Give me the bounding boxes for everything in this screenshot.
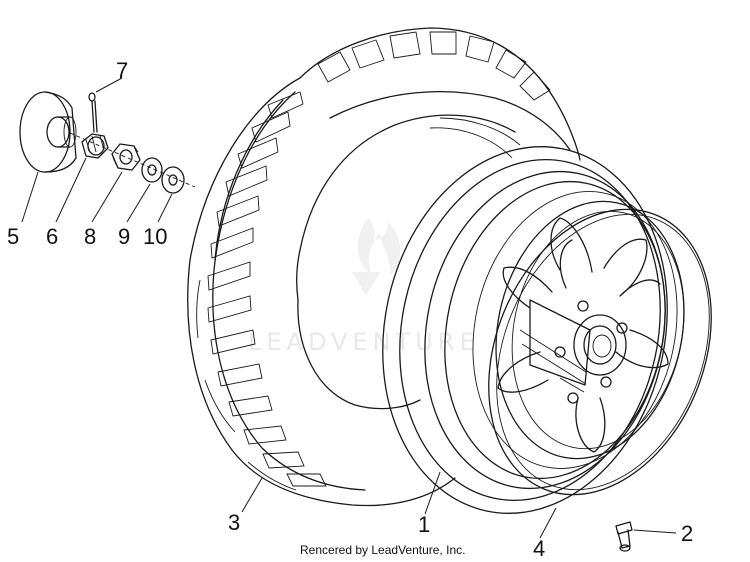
callout-5: 5 <box>7 224 19 249</box>
wheel-rim <box>382 146 685 514</box>
cotter-pin <box>88 92 98 133</box>
watermark: LEADVENTURE <box>248 218 480 356</box>
hex-nut <box>111 143 141 171</box>
axle-line <box>69 132 196 188</box>
castle-nut <box>81 133 109 159</box>
seal-ring <box>488 208 712 496</box>
callout-8: 8 <box>84 224 96 249</box>
callout-1: 1 <box>418 512 430 537</box>
callout-9: 9 <box>118 224 130 249</box>
leader-lines <box>21 77 677 539</box>
callout-4: 4 <box>533 536 545 561</box>
callout-7: 7 <box>116 58 128 83</box>
tire <box>187 27 581 507</box>
callout-2: 2 <box>681 521 693 546</box>
flame-logo <box>352 218 401 296</box>
credit-text: Rencered by LeadVenture, Inc. <box>300 543 465 557</box>
tire-valve <box>615 521 633 552</box>
rim-hub <box>519 299 628 404</box>
watermark-text: LEADVENTURE <box>248 328 480 356</box>
callout-10: 10 <box>143 224 167 249</box>
callout-6: 6 <box>46 224 58 249</box>
hub-cover <box>19 91 77 173</box>
callout-labels: 1 2 3 4 5 6 7 8 9 10 <box>7 58 693 561</box>
callout-3: 3 <box>228 510 240 535</box>
flat-washer <box>161 166 185 194</box>
lock-washer <box>141 157 163 183</box>
